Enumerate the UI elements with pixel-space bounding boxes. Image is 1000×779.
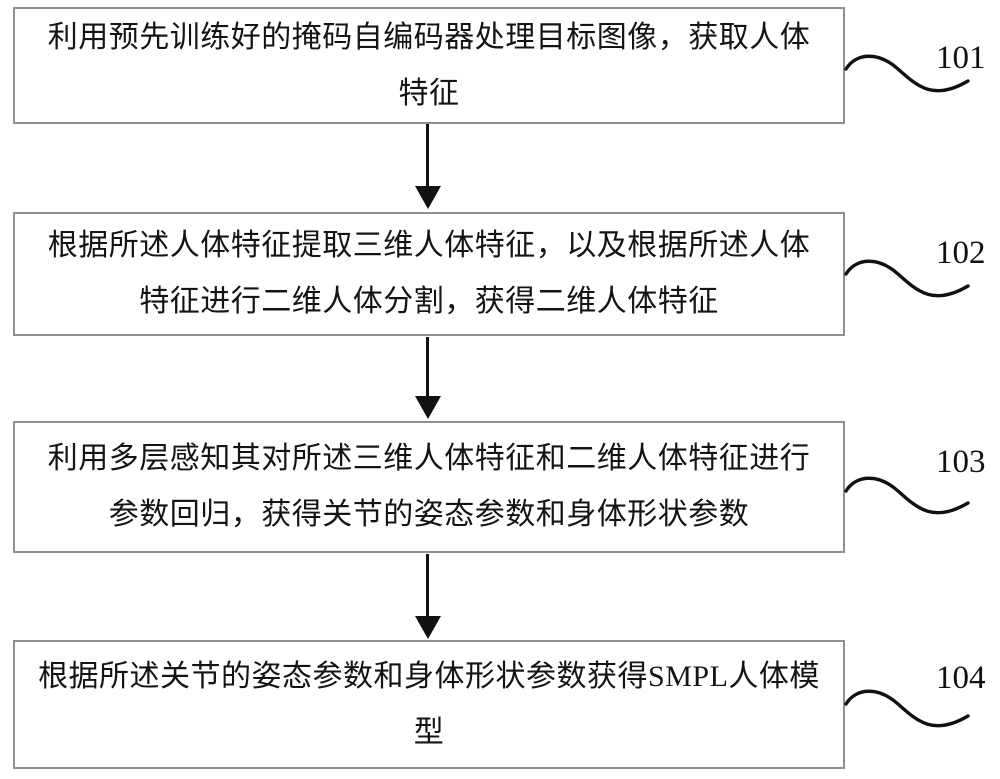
squiggle-connector-icon	[844, 54, 970, 93]
arrow-head	[414, 396, 441, 419]
arrow-head	[414, 616, 441, 639]
down-arrow-icon	[414, 554, 441, 639]
arrow-shaft	[426, 554, 429, 616]
flow-step-text-101: 利用预先训练好的掩码自编码器处理目标图像，获取人体 特征	[47, 20, 811, 110]
step-number-101: 101	[936, 40, 986, 76]
squiggle-connector-icon	[844, 689, 970, 728]
step-number-102: 102	[936, 235, 986, 271]
flow-step-box-102: 根据所述人体特征提取三维人体特征，以及根据所述人体 特征进行二维人体分割，获得二…	[13, 212, 845, 336]
flow-step-box-101: 利用预先训练好的掩码自编码器处理目标图像，获取人体 特征	[13, 7, 845, 124]
squiggle-connector-icon	[844, 259, 970, 298]
flow-step-box-103: 利用多层感知其对所述三维人体特征和二维人体特征进行 参数回归，获得关节的姿态参数…	[13, 421, 845, 553]
squiggle-connector-icon	[844, 476, 970, 515]
step-number-104: 104	[936, 660, 986, 696]
step-number-103: 103	[936, 444, 986, 480]
arrow-head	[414, 186, 441, 209]
arrow-shaft	[426, 124, 429, 186]
flow-step-text-104: 根据所述关节的姿态参数和身体形状参数获得SMPL人体模 型	[38, 659, 820, 749]
arrow-shaft	[426, 337, 429, 396]
down-arrow-icon	[414, 337, 441, 419]
flow-step-box-104: 根据所述关节的姿态参数和身体形状参数获得SMPL人体模 型	[13, 640, 845, 769]
down-arrow-icon	[414, 124, 441, 209]
flow-step-text-102: 根据所述人体特征提取三维人体特征，以及根据所述人体 特征进行二维人体分割，获得二…	[47, 229, 811, 318]
flow-step-text-103: 利用多层感知其对所述三维人体特征和二维人体特征进行 参数回归，获得关节的姿态参数…	[47, 442, 811, 531]
